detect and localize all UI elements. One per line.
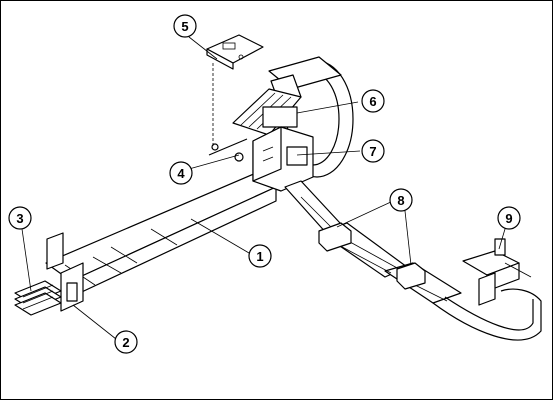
callout-8-label: 8	[397, 193, 404, 208]
callout-9: 9	[498, 207, 520, 229]
callout-4-label: 4	[177, 166, 185, 181]
callout-2: 2	[115, 331, 137, 353]
callout-6: 6	[362, 90, 384, 112]
callout-2-label: 2	[122, 335, 129, 350]
callout-1-label: 1	[256, 249, 263, 264]
left-end-bracket	[15, 233, 83, 315]
upper-cable-bundle	[233, 89, 301, 135]
callout-3-label: 3	[16, 211, 23, 226]
callout-5: 5	[174, 15, 196, 37]
callout-3: 3	[9, 207, 31, 229]
right-terminal-block	[463, 239, 531, 305]
callout-7: 7	[362, 140, 384, 162]
callout-1: 1	[249, 245, 271, 267]
callout-4: 4	[170, 162, 192, 184]
connector-housing	[253, 127, 313, 191]
callout-9-label: 9	[505, 211, 512, 226]
callout-8: 8	[390, 189, 412, 211]
callout-7-label: 7	[369, 144, 376, 159]
callout-5-label: 5	[181, 19, 188, 34]
callout-6-label: 6	[369, 94, 376, 109]
